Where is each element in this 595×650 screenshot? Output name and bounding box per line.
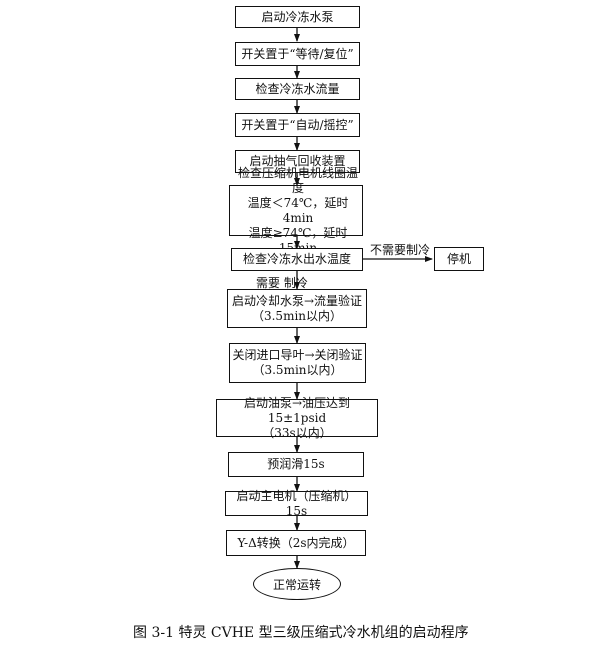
step-8-line-1: 启动冷却水泵→流量验证: [231, 293, 363, 308]
step-switch-auto-remote: 开关置于“自动/摇控”: [235, 113, 360, 137]
step-11-text: 预润滑15s: [267, 457, 325, 471]
step-6-line-1: 检查压缩机电机线圈温度: [237, 165, 358, 195]
step-start-purge-unit: 启动抽气回收装置: [235, 150, 360, 173]
step-1-text: 启动冷冻水泵: [261, 9, 334, 24]
step-normal-operation: 正常运转: [253, 568, 341, 600]
step-7-text: 检查冷冻水出水温度: [242, 252, 351, 266]
step-start-condenser-pump: 启动冷却水泵→流量验证 （3.5min以内）: [227, 289, 367, 328]
step-14-text: 正常运转: [272, 577, 321, 592]
step-6-line-2: 温度＜74℃，延时4min: [247, 195, 349, 225]
step-stop: 停机: [434, 247, 484, 271]
step-close-inlet-guide-vanes: 关闭进口导叶→关闭验证 （3.5min以内）: [229, 343, 366, 383]
step-check-chilled-water-flow: 检查冷冻水流量: [235, 78, 360, 100]
step-9-line-2: （3.5min以内）: [252, 363, 343, 377]
step-9-line-1: 关闭进口导叶→关闭验证: [232, 348, 363, 362]
step-check-leaving-chilled-water-temp: 检查冷冻水出水温度: [231, 248, 363, 271]
step-start-main-motor: 启动主电机（压缩机）15s: [225, 488, 368, 518]
step-start-chilled-water-pump: 启动冷冻水泵: [235, 6, 360, 28]
step-4-text: 开关置于“自动/摇控”: [241, 117, 354, 132]
step-check-motor-winding-temp: 检查压缩机电机线圈温度 温度＜74℃，延时4min 温度≥74℃，延时15min: [229, 166, 363, 255]
step-8-line-2: （3.5min以内）: [251, 308, 343, 323]
step-star-delta-transition: Y-Δ转换（2s内完成）: [226, 530, 366, 556]
step-10-line-1: 启动油泵→油压达到15±1psid: [243, 395, 351, 425]
branch-label-no-cooling: 不需要制冷: [370, 243, 431, 257]
step-2-text: 开关置于“等待/复位”: [241, 46, 354, 61]
step-5-text: 启动抽气回收装置: [249, 154, 346, 168]
step-switch-wait-reset: 开关置于“等待/复位”: [235, 42, 360, 66]
step-10-line-2: （33s以内）: [262, 425, 332, 440]
branch-label-need-cooling: 需要 制冷: [256, 276, 308, 290]
stop-text: 停机: [446, 251, 471, 266]
step-3-text: 检查冷冻水流量: [255, 81, 340, 96]
figure-caption: 图 3-1 特灵 CVHE 型三级压缩式冷水机组的启动程序: [133, 625, 469, 641]
step-start-oil-pump: 启动油泵→油压达到15±1psid （33s以内）: [216, 395, 378, 440]
step-prelube: 预润滑15s: [228, 452, 364, 477]
step-13-text: Y-Δ转换（2s内完成）: [237, 535, 355, 550]
step-12-text: 启动主电机（压缩机）15s: [236, 488, 357, 518]
